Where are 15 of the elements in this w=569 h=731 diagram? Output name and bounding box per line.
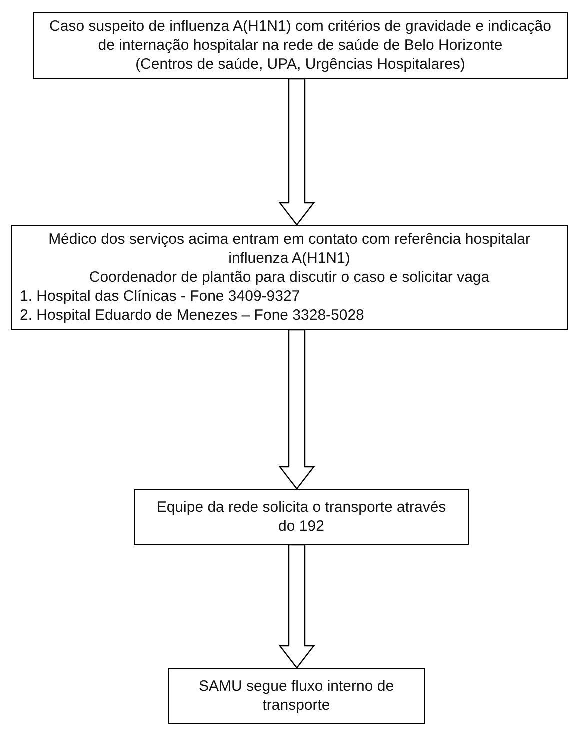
block-arrow <box>278 78 316 226</box>
box-text: Caso suspeito de influenza A(H1N1) com critérios de gravidade e indicação de internação hospitalar na rede de saúde de Belo Horizonte <box>48 17 552 55</box>
list-item: 2. Hospital Eduardo de Menezes – Fone 3328-5028 <box>20 306 366 325</box>
box-text: Equipe da rede solicita o transporte através do 192 <box>156 498 448 536</box>
block-arrow <box>278 544 316 669</box>
box-text: Médico dos serviços acima entram em contato com referência hospitalar influenza A(H1N1) <box>48 230 532 268</box>
process-box <box>11 225 568 330</box>
block-arrow <box>278 329 316 490</box>
process-box <box>168 668 425 724</box>
process-box <box>33 12 568 79</box>
box-text: Coordenador de plantão para discutir o caso e solicitar vaga <box>88 268 491 287</box>
process-box <box>134 489 469 545</box>
box-text: (Centros de saúde, UPA, Urgências Hospitalares) <box>134 55 466 74</box>
box-text: SAMU segue fluxo interno de transporte <box>198 677 396 715</box>
list-item: 1. Hospital das Clínicas - Fone 3409-9327 <box>20 287 302 306</box>
